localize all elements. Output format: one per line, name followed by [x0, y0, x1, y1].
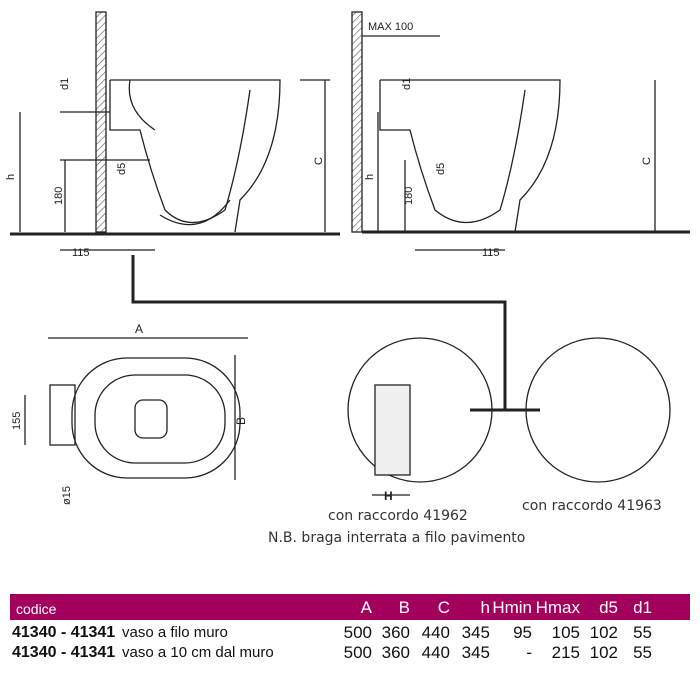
code: 41340 - 41341 [12, 624, 116, 641]
dim-115-2: 115 [482, 247, 500, 259]
col-hmin: Hmin [492, 598, 532, 617]
cell: 95 [513, 623, 532, 642]
dim-d5: d5 [116, 163, 128, 175]
dimensions-table: codice A B C h Hmin Hmax d5 d1 41340 - 4… [10, 594, 690, 663]
note: N.B. braga interrata a filo pavimento [268, 530, 526, 546]
side-view-wall-mounted: h 180 d1 d5 C 115 [5, 11, 340, 259]
col-h: h [480, 598, 490, 617]
dim-d5-2: d5 [435, 163, 447, 175]
wall [95, 11, 107, 233]
table-row: 41340 - 41341 vaso a filo muro 500 360 4… [10, 623, 690, 643]
col-A: A [360, 598, 372, 617]
col-d1: d1 [633, 598, 652, 617]
detail-41963 [525, 337, 671, 483]
table-header: codice A B C h Hmin Hmax d5 d1 [10, 594, 690, 620]
cell: 105 [551, 623, 580, 642]
cell: 345 [461, 643, 490, 662]
cell: 345 [461, 623, 490, 642]
dim-d1: d1 [59, 78, 71, 90]
col-hmax: Hmax [535, 598, 580, 617]
col-codice: codice [16, 601, 57, 617]
dim-115: 115 [72, 247, 90, 259]
cell: 102 [589, 623, 618, 642]
cell: 55 [633, 623, 652, 642]
caption-41963: con raccordo 41963 [522, 498, 662, 514]
cell: 102 [589, 643, 618, 662]
dim-hole: ø15 [61, 486, 73, 505]
cell: 440 [421, 623, 450, 642]
table-row: 41340 - 41341 vaso a 10 cm dal muro 500 … [10, 643, 690, 663]
code: 41340 - 41341 [12, 644, 116, 661]
col-C: C [437, 598, 450, 617]
dim-d1-2: d1 [401, 78, 413, 90]
cell: - [526, 643, 532, 662]
top-view: A B 155 ø15 [11, 322, 248, 505]
connector-line [131, 255, 507, 410]
description: vaso a filo muro [122, 624, 228, 641]
description: vaso a 10 cm dal muro [122, 644, 274, 661]
dim-H: H [384, 489, 393, 503]
cell: 360 [381, 623, 410, 642]
cell: 215 [551, 643, 580, 662]
cell: 500 [343, 623, 372, 642]
cell: 440 [421, 643, 450, 662]
dim-h-2: h [364, 174, 376, 180]
dim-155: 155 [11, 412, 23, 430]
dim-180: 180 [53, 187, 65, 205]
dim-max-100: MAX 100 [368, 21, 413, 33]
dim-C-2: C [641, 157, 653, 165]
cell: 360 [381, 643, 410, 662]
detail-41962: H [347, 337, 493, 503]
dim-180-2: 180 [403, 187, 415, 205]
dim-C: C [313, 157, 325, 165]
side-view-10cm: MAX 100 h 180 d1 d5 C 115 [351, 11, 690, 259]
dim-A: A [135, 322, 143, 336]
cell: 55 [633, 643, 652, 662]
col-B: B [398, 598, 410, 617]
dim-h: h [5, 174, 17, 180]
col-d5: d5 [599, 598, 618, 617]
cell: 500 [343, 643, 372, 662]
dim-B: B [234, 417, 248, 425]
caption-41962: con raccordo 41962 [328, 508, 468, 524]
